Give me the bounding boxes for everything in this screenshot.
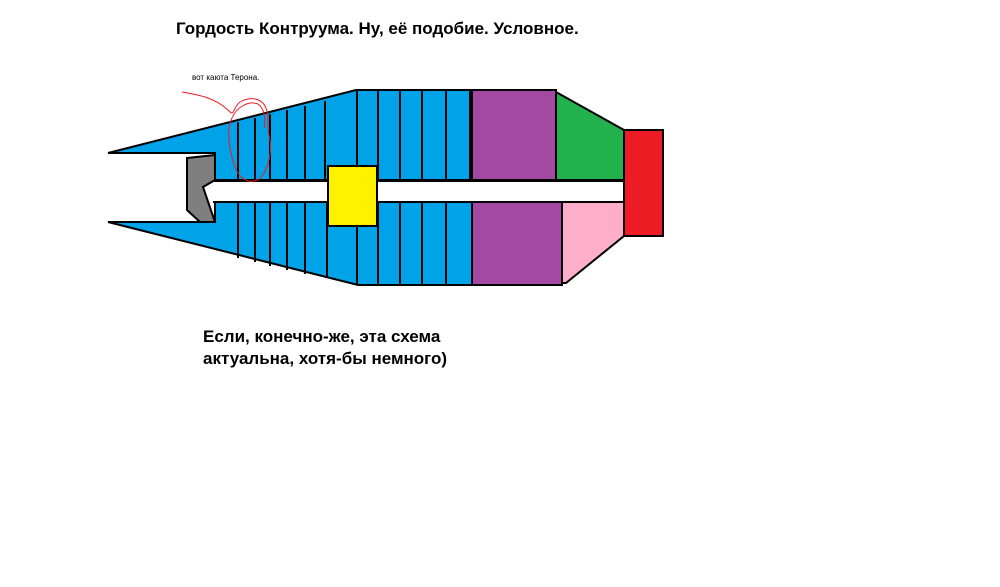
pink-section — [561, 201, 625, 284]
caption-line-2: актуальна, хотя-бы немного) — [203, 349, 448, 368]
scribble-icon — [181, 91, 271, 182]
caption: Если, конечно-же, эта схема актуальна, х… — [203, 326, 447, 370]
caption-line-1: Если, конечно-же, эта схема — [203, 327, 441, 346]
cabin-note: вот каюта Терона. — [192, 73, 260, 82]
central-corridor — [213, 181, 625, 202]
red-engine — [623, 129, 664, 237]
diagram-title: Гордость Контруума. Ну, её подобие. Усло… — [176, 19, 579, 38]
yellow-core — [327, 165, 378, 227]
purple-block-top — [471, 89, 557, 181]
purple-block-bottom — [471, 201, 563, 286]
gray-gate — [186, 153, 217, 223]
green-section — [555, 90, 625, 181]
